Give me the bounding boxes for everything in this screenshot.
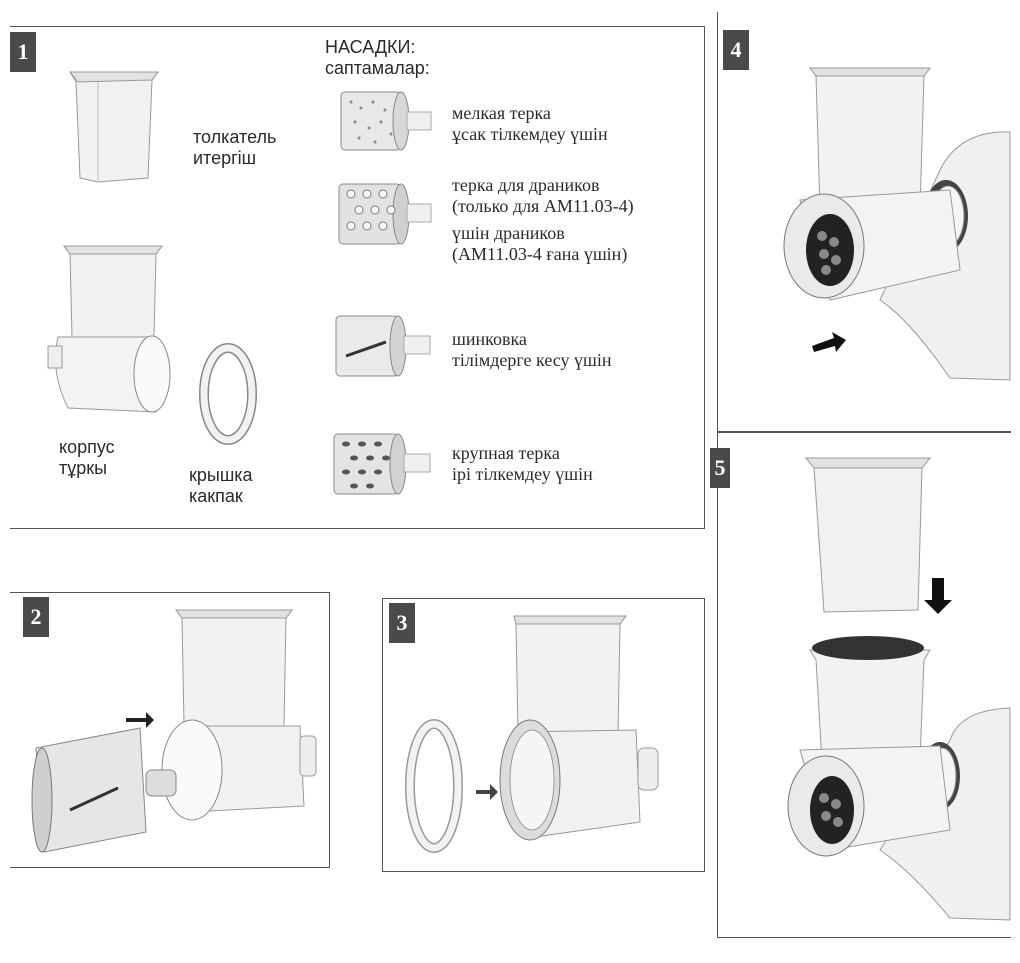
cover-ring-illustration (200, 344, 256, 444)
attach-cover-illustration (404, 612, 684, 862)
coarse-grater-drum (328, 430, 434, 498)
slicer-drum (330, 312, 436, 380)
step-number-5: 5 (710, 448, 730, 488)
housing-illustration (44, 242, 174, 420)
feed-with-pusher-illustration (760, 450, 1010, 930)
step-number-1: 1 (10, 32, 36, 72)
fine-grater-drum (335, 88, 435, 154)
insert-drum-illustration (30, 606, 326, 856)
attachment-label-pancake: терка для драников(только для AM11.03-4)… (452, 175, 634, 265)
pusher-illustration (66, 68, 166, 183)
potato-pancake-grater-drum (335, 180, 435, 248)
mount-on-grinder-illustration (760, 60, 1010, 390)
attachments-heading: НАСАДКИ:саптамалар: (325, 37, 430, 79)
step-number-4: 4 (723, 30, 749, 70)
